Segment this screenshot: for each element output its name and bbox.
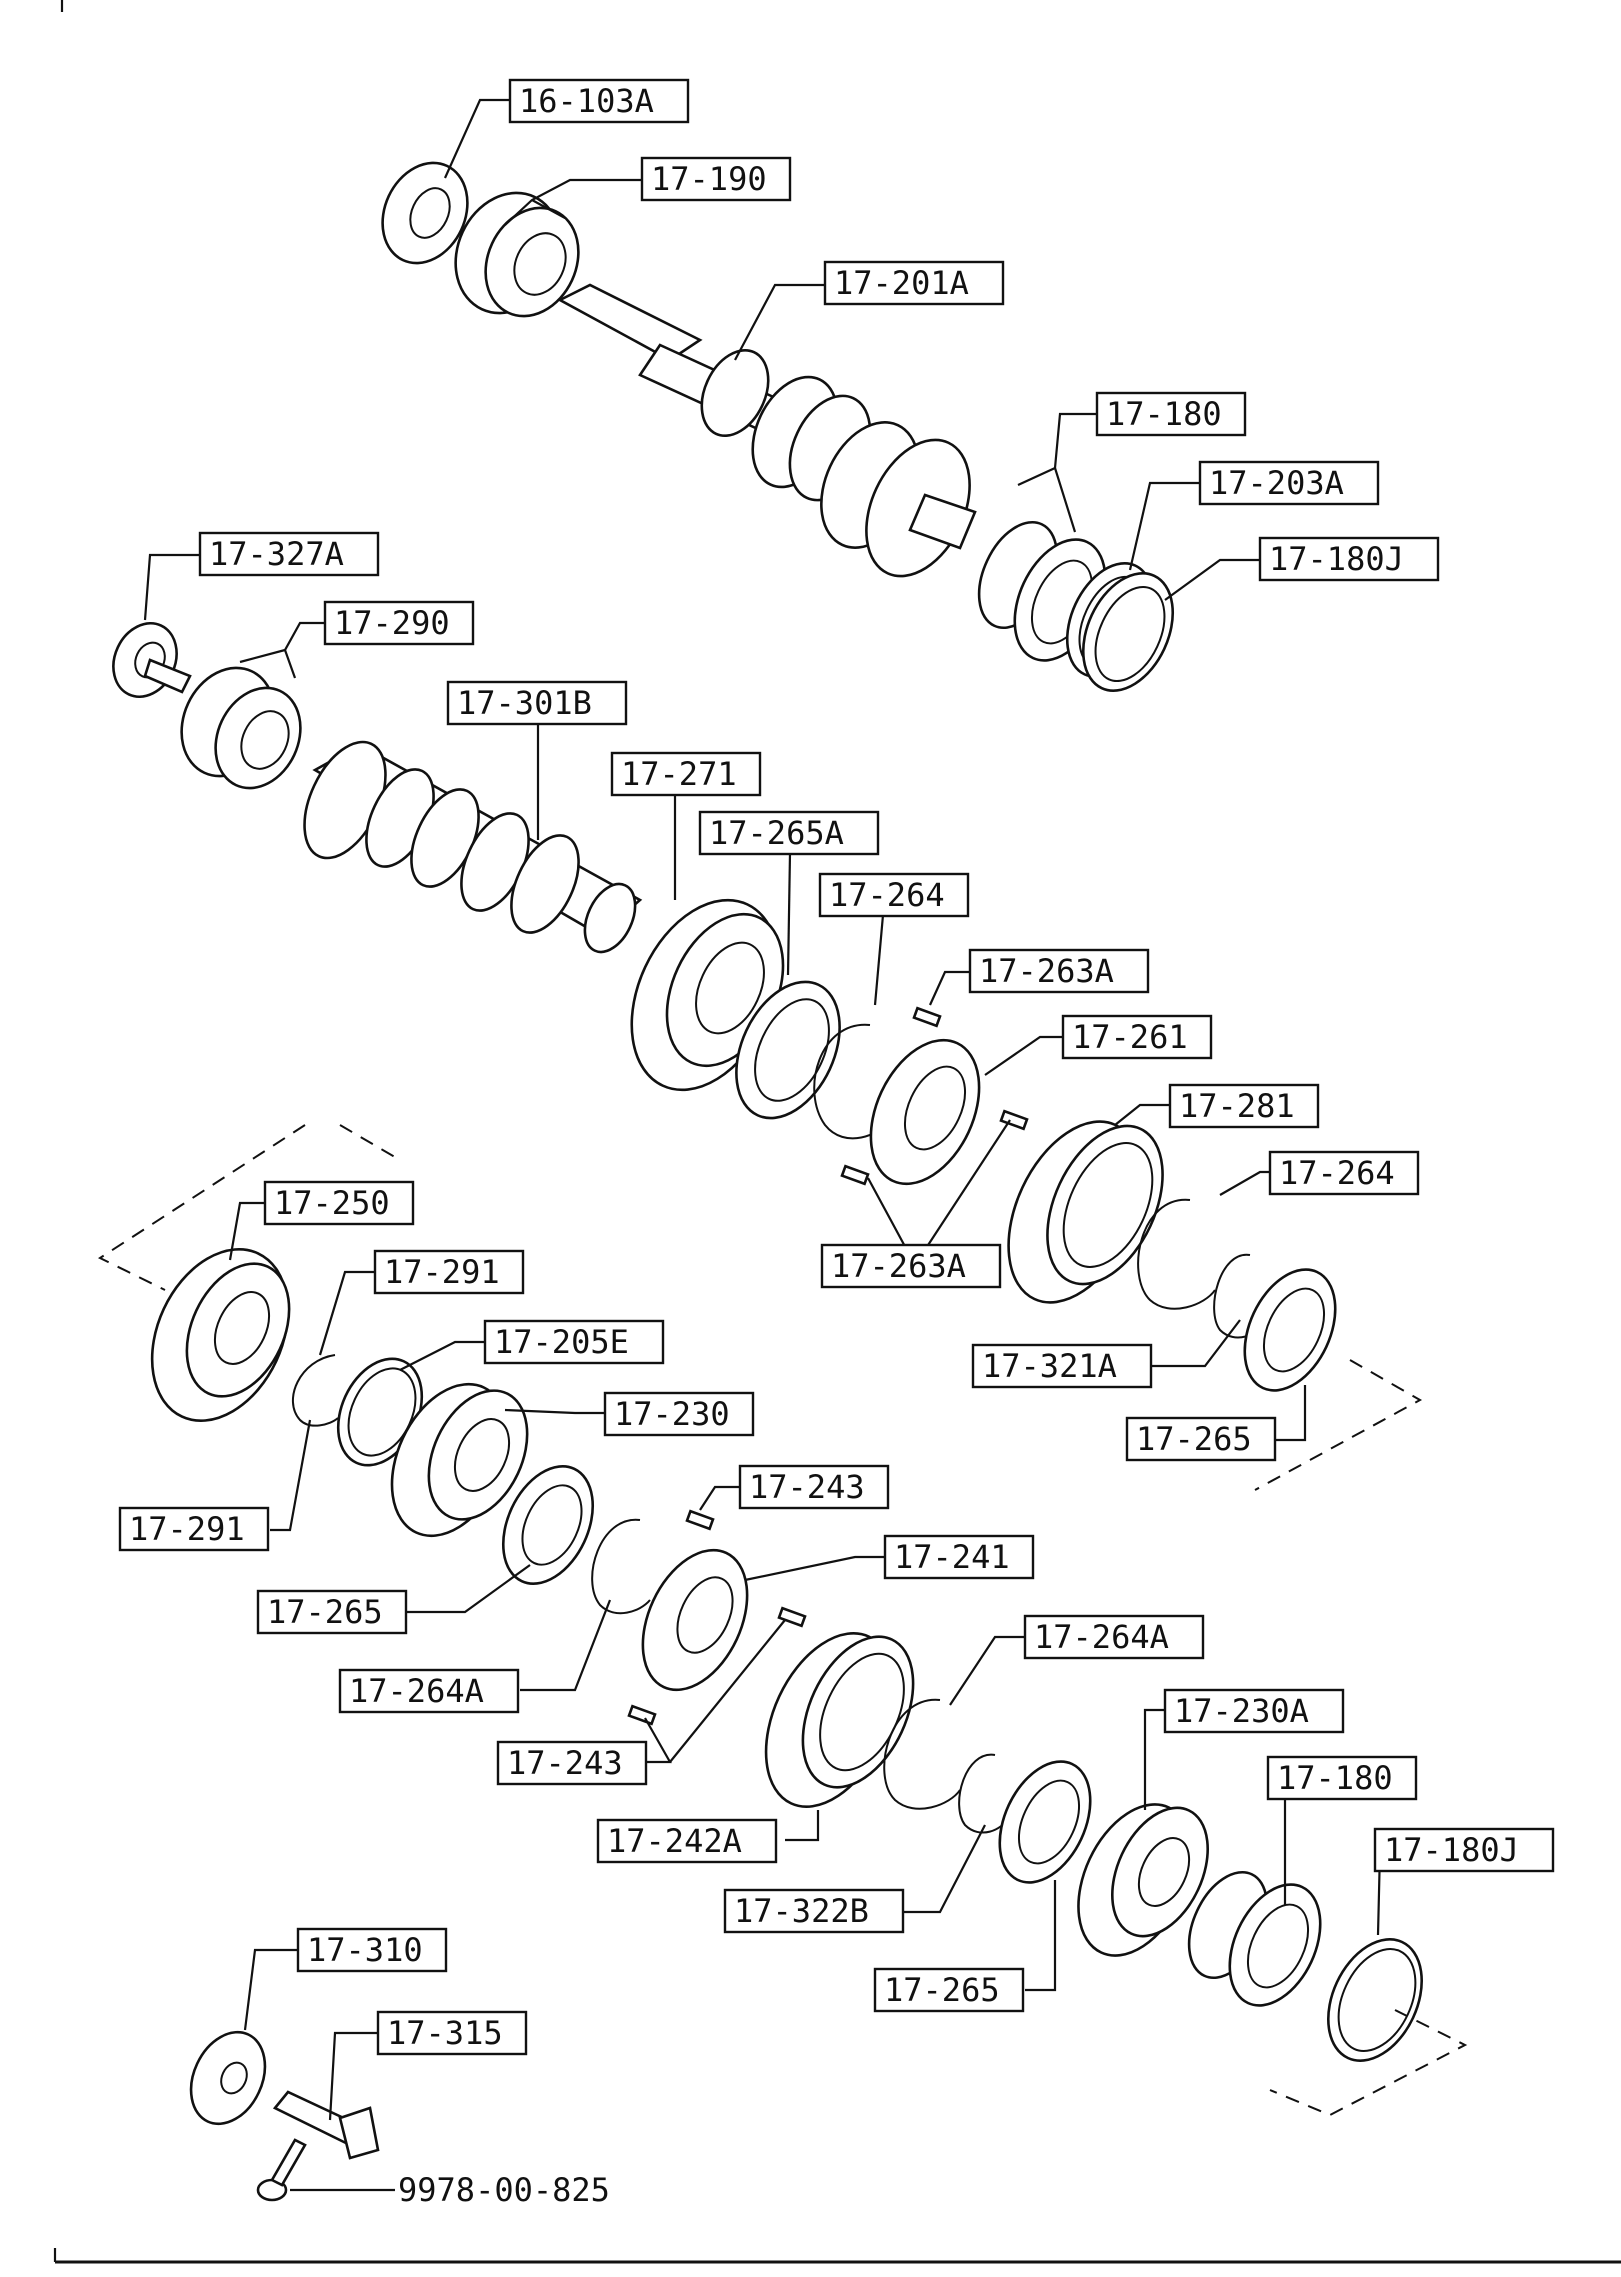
label-17-271: 17-271	[621, 755, 737, 793]
label-17-250: 17-250	[274, 1184, 390, 1222]
label-17-264a-left: 17-264A	[349, 1672, 484, 1710]
label-17-180j-lower: 17-180J	[1384, 1831, 1519, 1869]
label-9978-00-825: 9978-00-825	[398, 2171, 610, 2209]
bearing-17-190-drawing	[454, 191, 580, 318]
label-17-190: 17-190	[651, 160, 767, 198]
half-ring-17-291-drawing	[291, 1354, 339, 1427]
label-17-290: 17-290	[334, 604, 450, 642]
label-17-261: 17-261	[1072, 1018, 1188, 1056]
label-17-230: 17-230	[614, 1395, 730, 1433]
label-17-180-upper: 17-180	[1106, 395, 1222, 433]
sleeve-17-242a-drawing	[764, 1632, 915, 1808]
label-17-315: 17-315	[387, 2014, 503, 2052]
washer-17-327a-drawing	[112, 622, 192, 698]
label-17-263a-lower: 17-263A	[831, 1247, 966, 1285]
snap-ring-17-264a-right-drawing	[883, 1698, 961, 1810]
gear-17-230-drawing	[390, 1382, 529, 1538]
key-17-263a-upper-drawing	[840, 1006, 1029, 1186]
label-17-180j-upper: 17-180J	[1269, 540, 1404, 578]
ring-17-265-lower-drawing	[998, 1760, 1092, 1884]
label-17-327a: 17-327A	[209, 535, 344, 573]
hub-17-261-drawing	[869, 1038, 981, 1186]
bearing-17-180-lower-drawing	[1187, 1870, 1322, 2007]
label-17-291-upper: 17-291	[384, 1253, 500, 1291]
shaft-17-201a-drawing	[557, 283, 977, 578]
label-17-301b: 17-301B	[457, 684, 592, 722]
label-17-205e: 17-205E	[494, 1323, 629, 1361]
ring-17-265-right-drawing	[1243, 1268, 1337, 1392]
bearing-17-290-drawing	[180, 666, 302, 790]
label-17-264-lower: 17-264	[1279, 1154, 1395, 1192]
key-17-243-drawing	[627, 1509, 807, 1726]
shaft-17-301b-drawing	[303, 740, 643, 954]
gear-17-230a-drawing	[1077, 1803, 1209, 1957]
shim-17-180j-upper-drawing	[1081, 572, 1175, 692]
bearing-16-103a-drawing	[381, 161, 469, 265]
label-boxes	[118, 78, 1555, 2056]
label-17-242a: 17-242A	[607, 1822, 742, 1860]
label-17-243-upper: 17-243	[749, 1468, 865, 1506]
label-17-321a: 17-321A	[982, 1347, 1117, 1385]
bolt-9978-00-825-drawing	[256, 2138, 307, 2202]
label-17-322b: 17-322B	[734, 1892, 869, 1930]
label-17-263a-upper: 17-263A	[979, 952, 1114, 990]
label-17-264-upper: 17-264	[829, 876, 945, 914]
gear-17-310-drawing	[189, 2030, 267, 2126]
label-17-265-lower: 17-265	[884, 1971, 1000, 2009]
ring-17-265-middle-drawing	[501, 1465, 595, 1585]
label-17-243-lower: 17-243	[507, 1744, 623, 1782]
label-17-291-lower: 17-291	[129, 1510, 245, 1548]
label-17-264a-right: 17-264A	[1034, 1618, 1169, 1656]
label-17-201a: 17-201A	[834, 264, 969, 302]
label-17-310: 17-310	[307, 1931, 423, 1969]
label-17-265-right: 17-265	[1136, 1420, 1252, 1458]
snap-ring-17-264-lower-drawing	[1137, 1198, 1216, 1310]
ring-17-322b-drawing	[958, 1753, 1009, 1834]
frame-marks	[53, 0, 1621, 2264]
label-17-203a: 17-203A	[1209, 464, 1344, 502]
label-texts: 16-103A 17-190 17-201A 17-180 17-203A 17…	[129, 82, 1519, 2209]
hub-17-241-drawing	[641, 1548, 749, 1692]
sleeve-17-281-drawing	[1007, 1120, 1164, 1304]
label-17-265-middle: 17-265	[267, 1593, 383, 1631]
label-17-265a: 17-265A	[709, 814, 844, 852]
label-17-180-lower: 17-180	[1277, 1759, 1393, 1797]
label-17-281: 17-281	[1179, 1087, 1295, 1125]
label-17-241: 17-241	[894, 1538, 1010, 1576]
grouping-dashes	[97, 1124, 1468, 2117]
shaft-17-315-drawing	[272, 2090, 380, 2160]
shim-17-180j-lower-drawing	[1327, 1938, 1423, 2062]
gear-17-250-drawing	[150, 1248, 291, 1422]
label-16-103a: 16-103A	[519, 82, 654, 120]
label-17-230a: 17-230A	[1174, 1692, 1309, 1730]
snap-ring-17-264a-left-drawing	[591, 1518, 651, 1615]
